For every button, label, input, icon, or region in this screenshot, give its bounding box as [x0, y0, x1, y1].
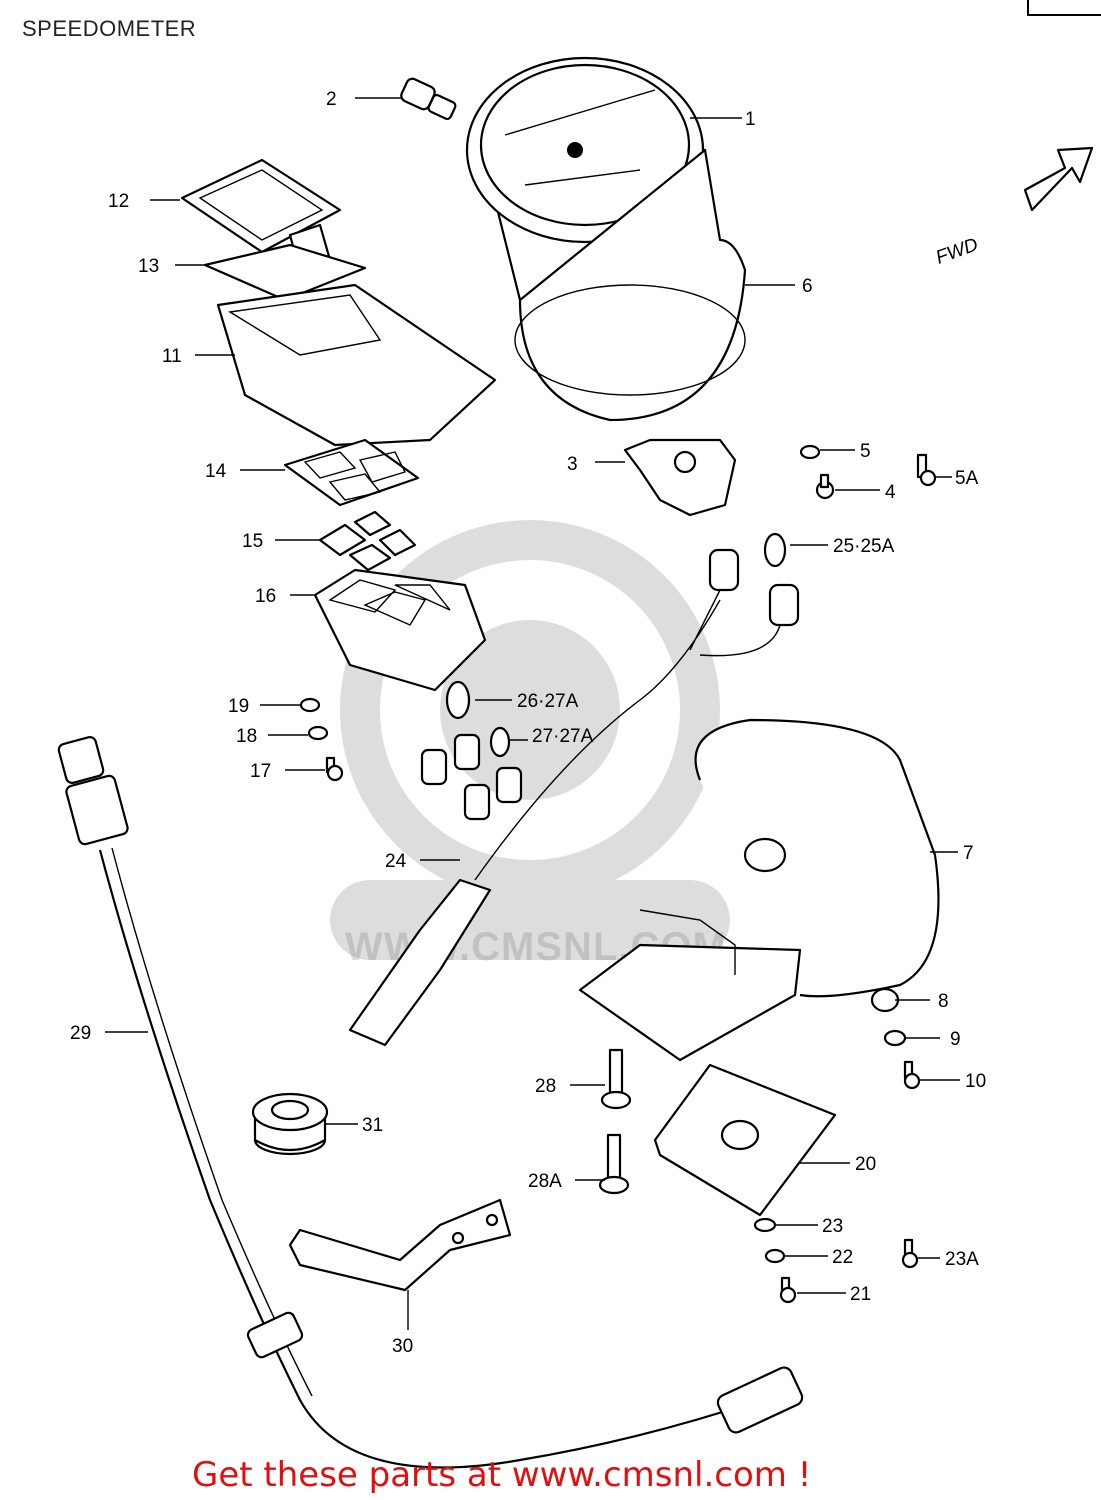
- callout-26-27a: 26·27A: [517, 691, 579, 712]
- callout-5: 5: [860, 441, 871, 462]
- part-13-gasket[interactable]: [203, 243, 367, 302]
- diagram-title: SPEEDOMETER: [22, 16, 197, 41]
- part-29-speedometer-cable[interactable]: [57, 736, 804, 1469]
- callout-7: 7: [963, 843, 974, 864]
- part-7-speedometer-case[interactable]: [578, 718, 940, 1062]
- callout-4: 4: [885, 482, 896, 503]
- callout-1: 1: [745, 109, 756, 130]
- callout-22: 22: [832, 1247, 853, 1268]
- leader-lines: [105, 97, 960, 1330]
- part-19-washer[interactable]: [299, 697, 321, 713]
- fwd-label: FWD: [933, 234, 981, 269]
- callout-8: 8: [938, 991, 949, 1012]
- callout-2: 2: [326, 89, 337, 110]
- part-26-bulb[interactable]: [445, 680, 471, 720]
- part-28-bolt[interactable]: [600, 1048, 632, 1110]
- part-6-rubber-ring[interactable]: [514, 148, 747, 422]
- callout-11: 11: [162, 346, 182, 367]
- callout-23: 23: [822, 1216, 843, 1237]
- callout-15: 15: [242, 531, 263, 552]
- callout-23a: 23A: [945, 1249, 979, 1270]
- callout-3: 3: [567, 454, 578, 475]
- part-3-gear-box[interactable]: [623, 438, 737, 517]
- corner-frame-mark: [1027, 0, 1101, 16]
- callout-29: 29: [70, 1023, 91, 1044]
- callout-13: 13: [138, 256, 159, 277]
- callout-6: 6: [802, 276, 813, 297]
- part-17-screw[interactable]: [325, 756, 344, 782]
- callout-19: 19: [228, 696, 249, 717]
- callout-10: 10: [965, 1071, 986, 1092]
- footer-parts-link[interactable]: Get these parts at www.cmsnl.com !: [192, 1455, 812, 1495]
- part-2-bulb[interactable]: [399, 77, 457, 121]
- callout-27-27a: 27·27A: [532, 726, 594, 747]
- part-15-symbol-plates[interactable]: [318, 510, 417, 572]
- callout-12: 12: [108, 191, 129, 212]
- callout-28a: 28A: [528, 1171, 562, 1192]
- callout-24: 24: [385, 851, 407, 872]
- part-23-washer[interactable]: [753, 1217, 777, 1233]
- part-30-cable-bracket[interactable]: [288, 1198, 512, 1292]
- part-22-washer[interactable]: [764, 1248, 786, 1264]
- callout-9: 9: [950, 1029, 961, 1050]
- part-5a-bolt[interactable]: [916, 453, 937, 487]
- part-8-nut[interactable]: [870, 987, 900, 1013]
- forward-direction-indicator: FWD: [933, 146, 1094, 269]
- callout-18: 18: [236, 726, 257, 747]
- part-31-grommet[interactable]: [251, 1092, 329, 1156]
- part-14-lens-panel[interactable]: [283, 438, 420, 507]
- callout-31: 31: [362, 1115, 383, 1136]
- part-9-washer[interactable]: [883, 1029, 907, 1047]
- part-18-washer[interactable]: [307, 725, 329, 741]
- part-21-screw[interactable]: [779, 1276, 797, 1304]
- part-4-screw[interactable]: [815, 473, 835, 500]
- callout-16: 16: [255, 586, 276, 607]
- callout-28: 28: [535, 1076, 556, 1097]
- callout-labels: 2 1 3 5 4 5A 6 12 13 11 14 15 16 19 18 1…: [70, 89, 986, 1357]
- callout-25-25a: 25·25A: [833, 536, 895, 557]
- part-10-screw[interactable]: [903, 1060, 921, 1090]
- part-27-bulb[interactable]: [489, 726, 511, 758]
- callout-5a: 5A: [955, 468, 979, 489]
- callout-14: 14: [205, 461, 227, 482]
- part-24-wiring-harness[interactable]: [348, 599, 721, 1047]
- part-25-bulb-and-sockets[interactable]: [689, 532, 800, 657]
- part-5-washer[interactable]: [799, 444, 821, 460]
- part-11-indicator-housing[interactable]: [216, 283, 497, 447]
- callout-20: 20: [855, 1154, 876, 1175]
- callout-17: 17: [250, 761, 271, 782]
- callout-30: 30: [392, 1336, 413, 1357]
- part-16-indicator-base[interactable]: [313, 568, 487, 692]
- part-23a-bolt[interactable]: [901, 1238, 919, 1269]
- fwd-arrow-icon: [1023, 146, 1094, 212]
- callout-21: 21: [850, 1284, 871, 1305]
- part-20-bracket[interactable]: [653, 1063, 837, 1217]
- part-28a-bolt[interactable]: [598, 1133, 630, 1195]
